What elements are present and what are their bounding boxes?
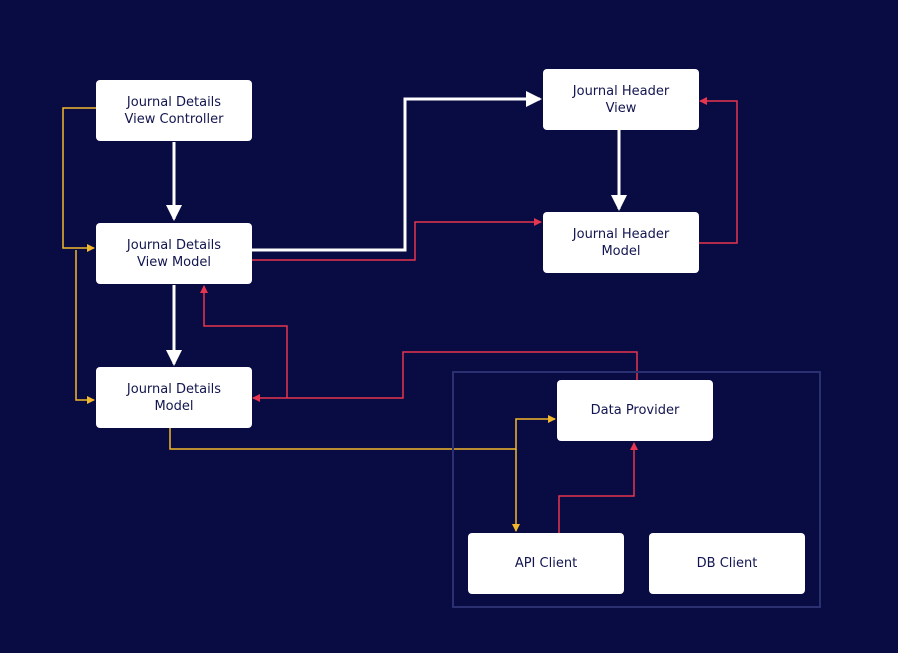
edge-view-model-to-header-model: [252, 218, 542, 261]
node-label-line2: View Model: [136, 254, 211, 270]
node-label: DB Client: [696, 556, 758, 571]
node-journal-details-view-controller[interactable]: Journal Details View Controller: [96, 80, 252, 141]
data-layer-group: [452, 371, 821, 608]
edge-api-client-to-data-provider: [558, 442, 638, 533]
node-journal-header-view[interactable]: Journal Header View: [543, 69, 699, 130]
node-label-line1: Journal Details: [126, 381, 222, 397]
edge-view-controller-to-view-model-yellow: [62, 107, 96, 252]
node-data-provider[interactable]: Data Provider: [557, 380, 713, 441]
node-db-client[interactable]: DB Client: [649, 533, 805, 594]
node-label-line1: Journal Details: [126, 237, 222, 253]
node-label-line2: Model: [601, 243, 641, 259]
edge-header-model-to-header-view: [698, 97, 738, 244]
node-journal-details-view-model[interactable]: Journal Details View Model: [96, 223, 252, 284]
node-label-line2: Model: [154, 398, 194, 414]
node-label: Data Provider: [590, 403, 680, 418]
edge-view-model-to-header-view: [252, 91, 542, 252]
node-api-client[interactable]: API Client: [468, 533, 624, 594]
node-label-line1: Journal Header: [572, 83, 670, 99]
node-label-line2: View Controller: [124, 111, 224, 127]
node-journal-details-model[interactable]: Journal Details Model: [96, 367, 252, 428]
node-label-line1: Journal Header: [572, 226, 670, 242]
node-label-line1: Journal Details: [126, 94, 222, 110]
node-label-line2: View: [605, 100, 637, 116]
node-label: API Client: [514, 556, 578, 571]
edge-view-controller-to-model-yellow: [75, 250, 95, 404]
edge-model-to-view-model: [200, 285, 288, 398]
edge-data-provider-to-model: [252, 351, 638, 402]
node-journal-header-model[interactable]: Journal Header Model: [543, 212, 699, 273]
